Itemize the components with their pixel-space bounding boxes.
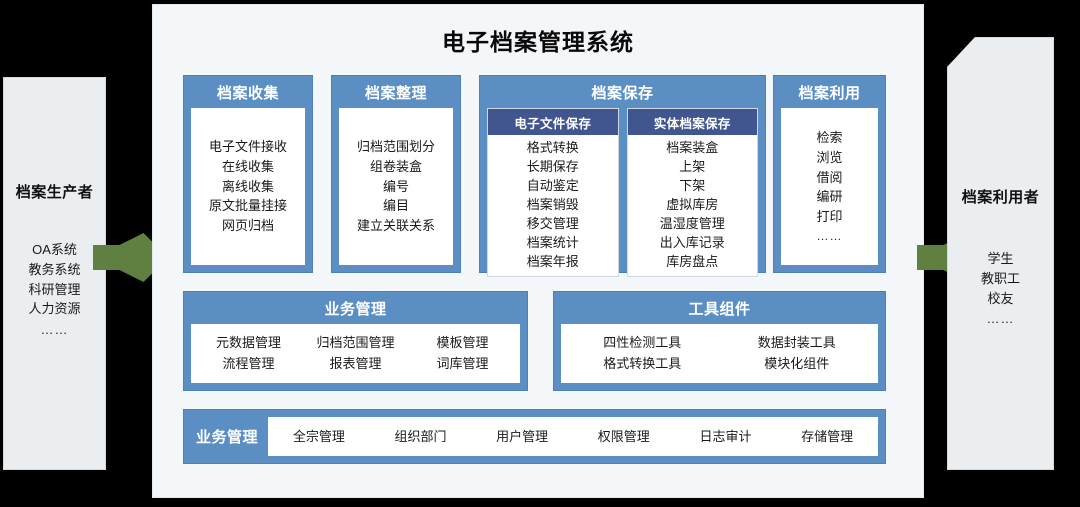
page-title: 电子档案管理系统 — [442, 29, 634, 55]
list-item[interactable]: 建立关联关系 — [356, 218, 435, 234]
list-item[interactable]: 四性检测工具 — [603, 335, 682, 351]
list-item[interactable]: 模板管理 — [436, 335, 489, 351]
subcolumn-electronic-file-preservation[interactable]: 电子文件保存 格式转换 长期保存 自动鉴定 档案销毁 移交管理 档案统计 档案年… — [487, 108, 619, 277]
list-item[interactable]: 自动鉴定 — [526, 177, 579, 193]
subcolumn-title: 实体档案保存 — [627, 109, 757, 135]
module-archive-preservation[interactable]: 档案保存 电子文件保存 格式转换 长期保存 自动鉴定 档案销毁 移交管理 档案统… — [479, 75, 766, 277]
ellipsis-text: …… — [816, 228, 843, 243]
actor-producer-list: OA系统 教务系统 科研管理 人力资源 …… — [28, 240, 80, 339]
list-item[interactable]: 编号 — [382, 178, 409, 194]
list-item[interactable]: 格式转换工具 — [603, 356, 682, 371]
list-item: OA系统 — [32, 242, 77, 257]
list-item[interactable]: 原文批量挂接 — [208, 198, 287, 214]
list-item[interactable]: 归档范围划分 — [356, 139, 435, 155]
module-body: 元数据管理 归档范围管理 模板管理 流程管理 报表管理 词库管理 — [191, 324, 520, 383]
module-body: 检索 浏览 借阅 编研 打印 …… — [781, 108, 878, 265]
list-item[interactable]: 权限管理 — [597, 428, 650, 444]
module-body: 归档范围划分 组卷装盒 编号 编目 建立关联关系 — [339, 108, 453, 265]
actor-consumer-list: 学生 教职工 校友 …… — [981, 249, 1020, 329]
list-item[interactable]: 上架 — [679, 158, 706, 174]
actor-producer-title: 档案生产者 — [15, 184, 94, 201]
list-item[interactable]: 移交管理 — [526, 215, 579, 231]
module-title: 业务管理 — [324, 301, 387, 318]
subcolumn-physical-archive-preservation[interactable]: 实体档案保存 档案装盒 上架 下架 虚拟库房 温湿度管理 出入库记录 库房盘点 — [626, 108, 758, 277]
actor-panel-consumer: 档案利用者 学生 教职工 校友 …… — [947, 37, 1054, 470]
module-title: 档案收集 — [216, 85, 279, 102]
list-item[interactable]: 打印 — [816, 209, 843, 224]
module-system-management[interactable]: 业务管理 全宗管理 组织部门 用户管理 权限管理 日志审计 存储管理 — [183, 409, 886, 464]
list-item: 人力资源 — [28, 301, 81, 317]
module-title: 档案利用 — [798, 85, 861, 102]
list-item: 校友 — [987, 290, 1014, 306]
list-item[interactable]: 编目 — [382, 198, 409, 214]
module-body: 电子文件保存 格式转换 长期保存 自动鉴定 档案销毁 移交管理 档案统计 档案年… — [487, 108, 758, 277]
list-item[interactable]: 全宗管理 — [292, 428, 345, 444]
module-archive-arrangement[interactable]: 档案整理 归档范围划分 组卷装盒 编号 编目 建立关联关系 — [331, 75, 461, 273]
list-item[interactable]: 浏览 — [816, 149, 843, 165]
module-archive-utilization[interactable]: 档案利用 检索 浏览 借阅 编研 打印 …… — [773, 75, 886, 273]
list-item[interactable]: 虚拟库房 — [666, 196, 719, 212]
list-item: 教务系统 — [28, 261, 81, 277]
ellipsis-text: …… — [986, 311, 1015, 327]
list-item[interactable]: 编研 — [816, 189, 843, 205]
list-item[interactable]: 档案年报 — [526, 253, 579, 269]
module-title: 工具组件 — [688, 301, 751, 318]
list-item: 科研管理 — [28, 281, 81, 297]
actor-consumer-title: 档案利用者 — [961, 189, 1040, 206]
subcolumn-body: 档案装盒 上架 下架 虚拟库房 温湿度管理 出入库记录 库房盘点 — [628, 135, 758, 276]
list-item[interactable]: 组织部门 — [394, 428, 447, 444]
actor-panel-producer: 档案生产者 OA系统 教务系统 科研管理 人力资源 …… — [3, 77, 106, 470]
module-body: 四性检测工具 数据封装工具 格式转换工具 模块化组件 — [561, 324, 878, 383]
list-item[interactable]: 库房盘点 — [666, 253, 719, 269]
list-item: 学生 — [987, 251, 1014, 266]
list-item[interactable]: 网页归档 — [221, 218, 274, 234]
module-grid: 四性检测工具 数据封装工具 格式转换工具 模块化组件 — [565, 333, 874, 374]
list-item[interactable]: 在线收集 — [221, 158, 274, 174]
list-item[interactable]: 档案统计 — [526, 234, 579, 250]
module-title: 档案保存 — [591, 85, 654, 102]
subcolumn-body: 格式转换 长期保存 自动鉴定 档案销毁 移交管理 档案统计 档案年报 — [488, 135, 618, 276]
module-body: 全宗管理 组织部门 用户管理 权限管理 日志审计 存储管理 — [268, 417, 878, 456]
module-title: 业务管理 — [196, 429, 259, 446]
list-item[interactable]: 数据封装工具 — [757, 335, 836, 351]
module-title: 档案整理 — [364, 85, 427, 102]
list-item[interactable]: 出入库记录 — [659, 234, 725, 250]
list-item[interactable]: 存储管理 — [801, 428, 854, 444]
list-item[interactable]: 档案销毁 — [526, 196, 579, 212]
list-item[interactable]: 格式转换 — [526, 140, 579, 155]
list-item[interactable]: 档案装盒 — [666, 140, 719, 155]
module-body: 电子文件接收 在线收集 离线收集 原文批量挂接 网页归档 — [191, 108, 305, 265]
list-item[interactable]: 温湿度管理 — [659, 215, 725, 231]
list-item[interactable]: 报表管理 — [329, 356, 382, 371]
list-item: 教职工 — [980, 270, 1020, 286]
module-archive-collection[interactable]: 档案收集 电子文件接收 在线收集 离线收集 原文批量挂接 网页归档 — [183, 75, 313, 273]
module-tool-components[interactable]: 工具组件 四性检测工具 数据封装工具 格式转换工具 模块化组件 — [553, 291, 886, 391]
list-item[interactable]: 检索 — [816, 130, 843, 145]
list-item[interactable]: 借阅 — [816, 169, 843, 185]
list-item[interactable]: 归档范围管理 — [316, 335, 395, 351]
list-item[interactable]: 长期保存 — [526, 158, 579, 174]
subcolumn-title: 电子文件保存 — [488, 109, 618, 135]
list-item[interactable]: 流程管理 — [222, 356, 275, 371]
list-item[interactable]: 模块化组件 — [764, 356, 830, 371]
list-item[interactable]: 离线收集 — [221, 178, 274, 194]
list-item[interactable]: 用户管理 — [496, 428, 549, 444]
list-item[interactable]: 电子文件接收 — [208, 139, 287, 155]
ellipsis-text: …… — [40, 322, 69, 337]
list-item[interactable]: 日志审计 — [699, 428, 752, 444]
list-item[interactable]: 词库管理 — [436, 356, 489, 371]
module-business-management[interactable]: 业务管理 元数据管理 归档范围管理 模板管理 流程管理 报表管理 词库管理 — [183, 291, 528, 391]
list-item[interactable]: 组卷装盒 — [369, 158, 422, 174]
list-item[interactable]: 下架 — [679, 177, 706, 193]
list-item[interactable]: 元数据管理 — [215, 335, 281, 351]
module-grid: 元数据管理 归档范围管理 模板管理 流程管理 报表管理 词库管理 — [195, 333, 516, 374]
system-container: 电子档案管理系统 档案收集 电子文件接收 在线收集 离线收集 原文批量挂接 网页… — [152, 4, 924, 498]
